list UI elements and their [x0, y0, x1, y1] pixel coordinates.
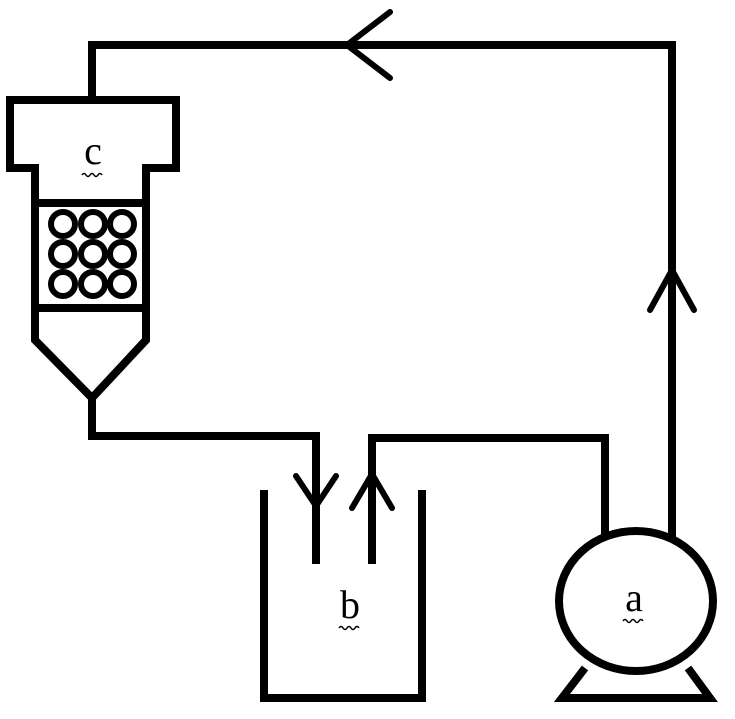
pump-base	[553, 665, 718, 702]
packing-beads	[48, 209, 137, 299]
container-label: b	[340, 582, 360, 627]
bead	[78, 239, 108, 269]
flow-arrow-down	[293, 473, 339, 509]
flow-arrow-up-right	[647, 267, 697, 313]
column-label-underline	[81, 172, 103, 178]
column: c	[6, 96, 180, 404]
bead	[48, 209, 78, 239]
pump-label-underline	[622, 618, 644, 624]
container-label-underline	[338, 625, 360, 631]
bead	[48, 269, 78, 299]
pump: a	[553, 527, 718, 702]
column-label: c	[84, 128, 102, 173]
pump-label: a	[625, 575, 643, 620]
pump-body	[555, 527, 717, 675]
flow-arrow-left	[344, 9, 393, 81]
bead	[48, 239, 78, 269]
bead	[78, 209, 108, 239]
container-walls	[260, 490, 426, 702]
pump-inlet-pipe	[368, 434, 609, 564]
column-outlet-pipe	[88, 394, 320, 564]
container: b	[260, 490, 426, 702]
bead	[78, 269, 108, 299]
column-body	[6, 96, 180, 404]
bead	[107, 269, 137, 299]
return-pipe	[88, 41, 676, 544]
flow-arrow-up-container	[349, 471, 395, 511]
bead	[107, 239, 137, 269]
bead	[107, 209, 137, 239]
